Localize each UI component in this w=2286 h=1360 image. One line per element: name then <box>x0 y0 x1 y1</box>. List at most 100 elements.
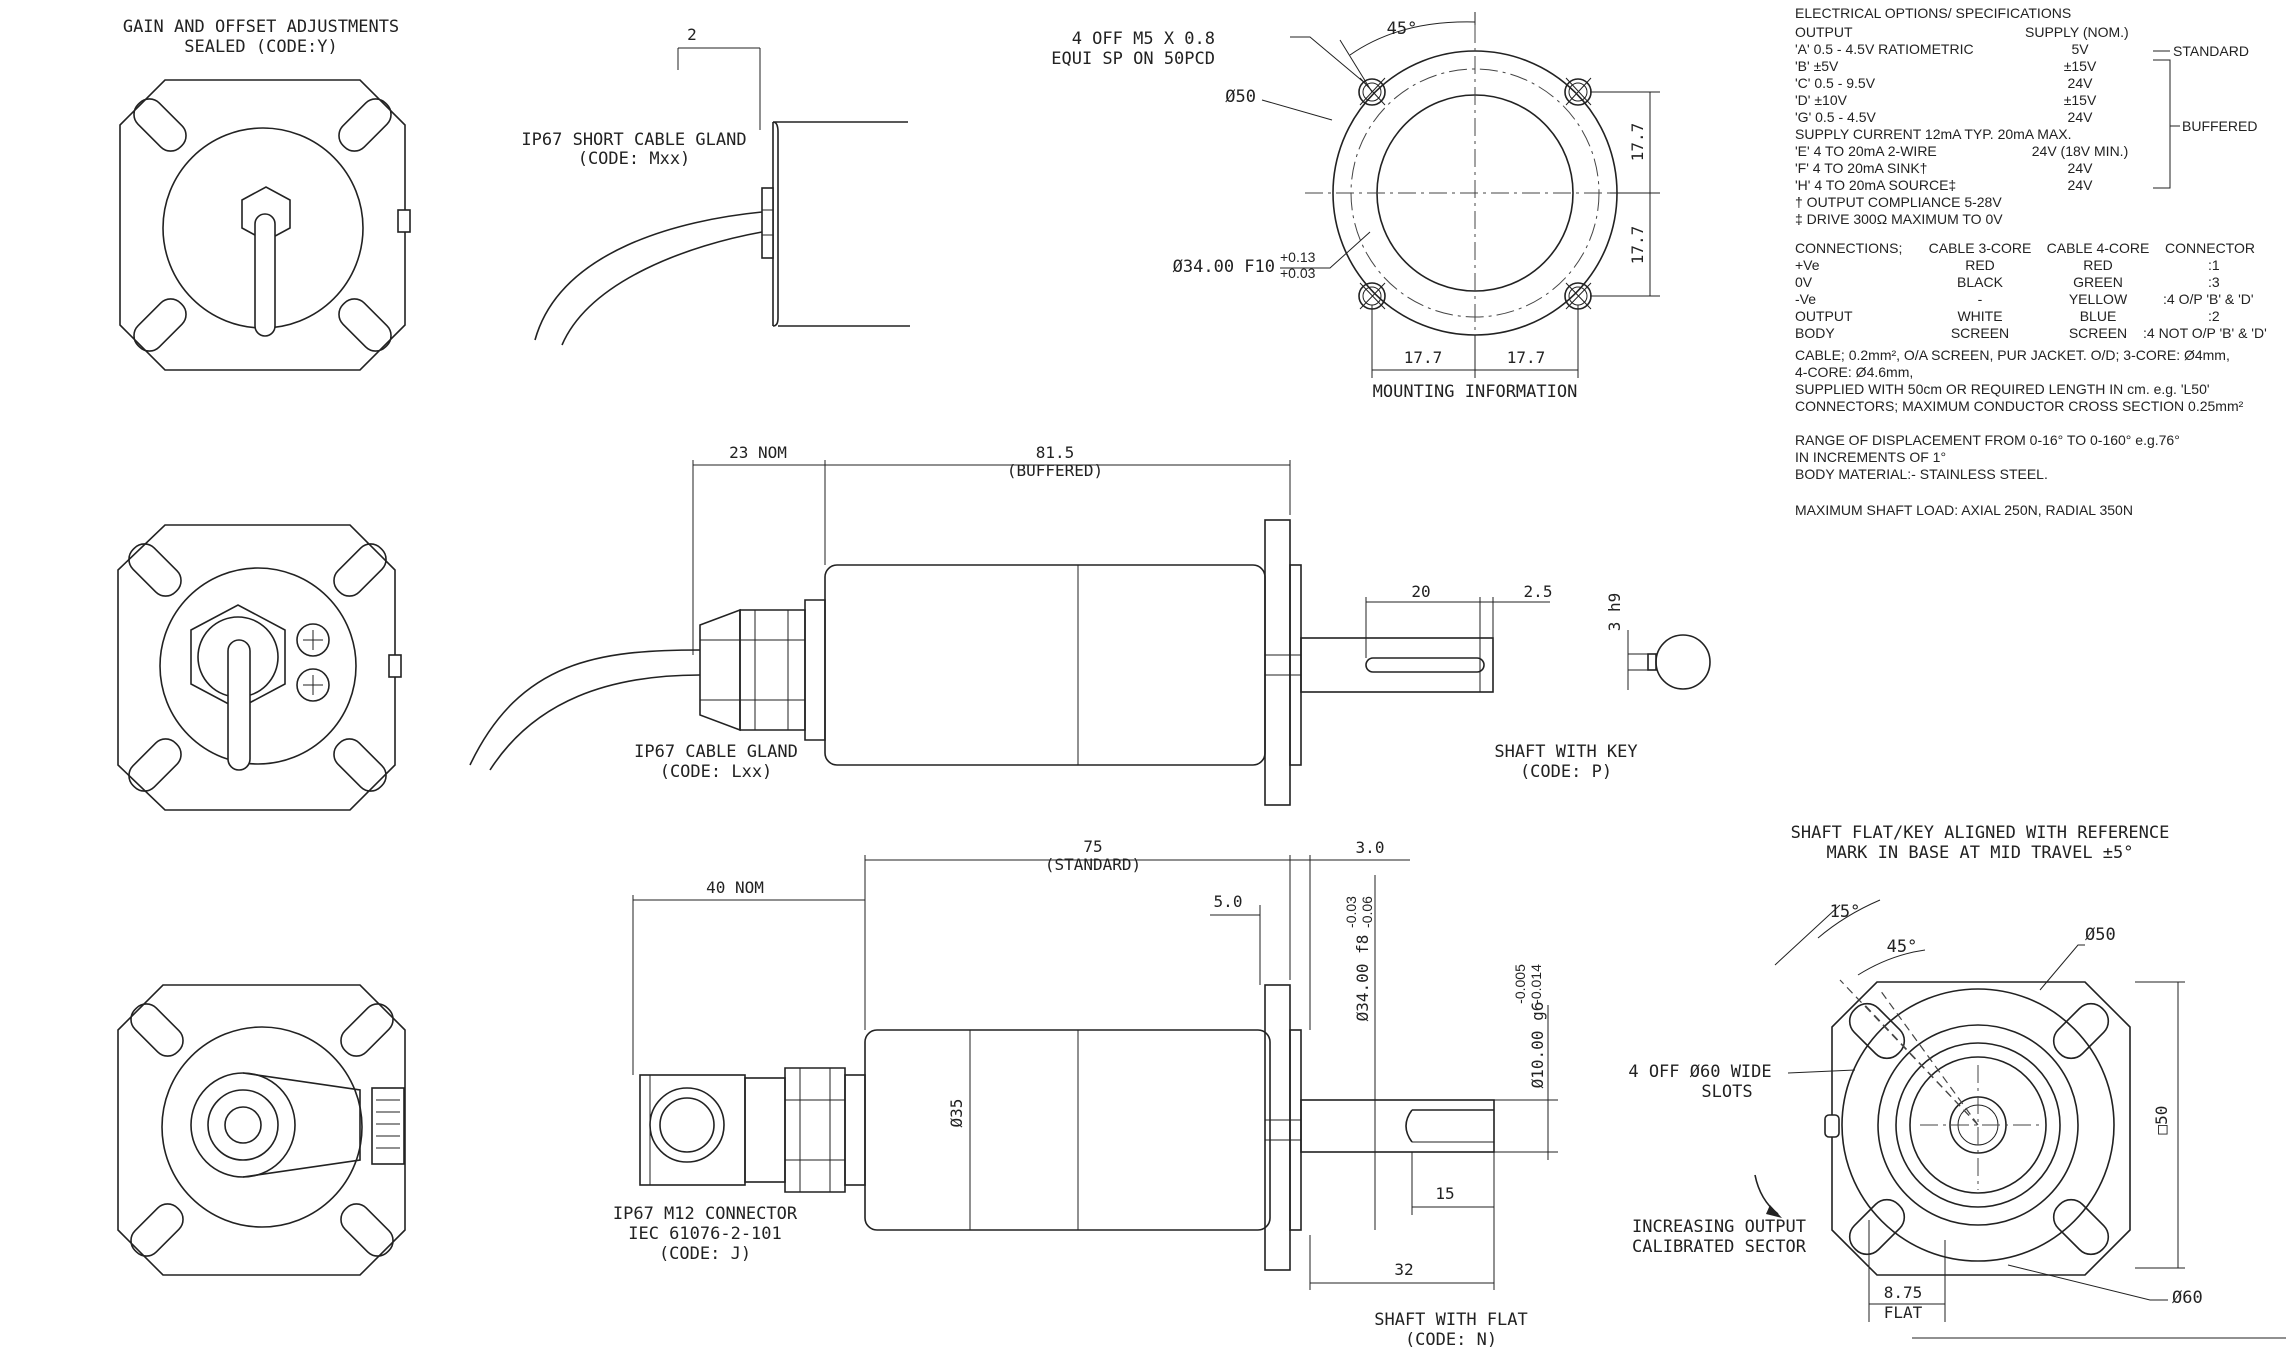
mount-h2: 17.7 <box>1507 348 1546 367</box>
conn-cell: YELLOW <box>2069 291 2128 307</box>
increasing-label-2: CALIBRATED SECTOR <box>1632 1237 1807 1257</box>
m12-label-2: IEC 61076-2-101 <box>628 1224 782 1244</box>
dim-34f8-tol-up: -0.03 <box>1343 896 1359 928</box>
conn-header: CABLE 3-CORE <box>1929 240 2032 256</box>
note-line: CABLE; 0.2mm², O/A SCREEN, PUR JACKET. O… <box>1795 347 2230 363</box>
dim-81-5: 81.5 <box>1036 443 1075 462</box>
note-line: SUPPLIED WITH 50cm OR REQUIRED LENGTH IN… <box>1795 381 2210 397</box>
spec-row-output: 'B' ±5V <box>1795 58 1839 74</box>
spec-row-supply: 24V <box>2068 75 2094 91</box>
spec-row-supply: 24V <box>2068 109 2094 125</box>
dim-23: 23 NOM <box>729 443 787 462</box>
conn-cell: OUTPUT <box>1795 308 1853 324</box>
conn-header: CONNECTOR <box>2165 240 2255 256</box>
spec-row-output: 'E' 4 TO 20mA 2-WIRE <box>1795 143 1937 159</box>
short-gland-label-2: (CODE: Mxx) <box>578 149 691 169</box>
conn-cell: 0V <box>1795 274 1813 290</box>
mount-v2: 17.7 <box>1628 226 1647 265</box>
dim-34f8: Ø34.00 f8 <box>1353 935 1372 1022</box>
spec-row-supply: 24V <box>2068 177 2094 193</box>
buffered-label: (BUFFERED) <box>1007 461 1103 480</box>
dim-2-5: 2.5 <box>1524 582 1553 601</box>
dim-34f8-tol-lo: -0.06 <box>1359 896 1375 928</box>
conn-cell: :2 <box>2208 308 2220 324</box>
shaft-flat-label-2: (CODE: N) <box>1405 1330 1497 1350</box>
square50-label: □50 <box>2152 1106 2171 1135</box>
dim-5-0: 5.0 <box>1214 892 1243 911</box>
conn-cell: RED <box>1965 257 1995 273</box>
mounting-info-label: MOUNTING INFORMATION <box>1373 382 1578 402</box>
slots-label-2: SLOTS <box>1701 1082 1752 1102</box>
mount-angle: 45° <box>1387 19 1418 39</box>
dim-3-0: 3.0 <box>1356 838 1385 857</box>
spec-row-output: 'C' 0.5 - 9.5V <box>1795 75 1876 91</box>
electrical-specs: ELECTRICAL OPTIONS/ SPECIFICATIONS OUTPU… <box>1795 5 2267 518</box>
angle-45: 45° <box>1887 937 1918 957</box>
note-line: MAXIMUM SHAFT LOAD: AXIAL 250N, RADIAL 3… <box>1795 502 2133 518</box>
specs-col-output: OUTPUT <box>1795 24 1853 40</box>
dim-20: 20 <box>1411 582 1430 601</box>
spec-row-output: 'F' 4 TO 20mA SINK† <box>1795 160 1927 176</box>
dim-35: Ø35 <box>947 1099 966 1128</box>
shaft-flat-label-1: SHAFT WITH FLAT <box>1374 1310 1528 1330</box>
spec-row-supply: ±15V <box>2064 58 2097 74</box>
conn-cell: :3 <box>2208 274 2220 290</box>
note-line: IN INCREMENTS OF 1° <box>1795 449 1946 465</box>
gain-offset-label-1: GAIN AND OFFSET ADJUSTMENTS <box>123 17 399 37</box>
standard-label: (STANDARD) <box>1045 855 1141 874</box>
conn-cell: GREEN <box>2073 274 2123 290</box>
spec-note-1: † OUTPUT COMPLIANCE 5-28V <box>1795 194 2002 210</box>
dia50-label: Ø50 <box>2085 925 2116 945</box>
short-gland-side-view: IP67 SHORT CABLE GLAND (CODE: Mxx) 2 <box>521 25 910 346</box>
conn-cell: BLUE <box>2080 308 2117 324</box>
conn-cell: +Ve <box>1795 257 1820 273</box>
conn-cell: :1 <box>2208 257 2220 273</box>
flat-8-75: 8.75 <box>1884 1283 1923 1302</box>
dim-32: 32 <box>1394 1260 1413 1279</box>
conn-cell: :4 O/P 'B' & 'D' <box>2163 291 2254 307</box>
m12-label-1: IP67 M12 CONNECTOR <box>613 1204 798 1224</box>
conn-header: CONNECTIONS; <box>1795 240 1902 256</box>
mount-bore: Ø34.00 F10 <box>1173 257 1275 277</box>
note-line: RANGE OF DISPLACEMENT FROM 0-16° TO 0-16… <box>1795 432 2180 448</box>
mount-h1: 17.7 <box>1404 348 1443 367</box>
end-view-standard <box>117 984 406 1276</box>
conn-cell: - <box>1978 291 1983 307</box>
conn-cell: -Ve <box>1795 291 1816 307</box>
dim-10g6-tol-up: -0.005 <box>1512 964 1528 1004</box>
conn-cell: RED <box>2083 257 2113 273</box>
cable-gland-label-2: (CODE: Lxx) <box>660 762 773 782</box>
mount-dia50: Ø50 <box>1225 87 1256 107</box>
mount-bore-tol-lo: +0.03 <box>1280 265 1316 281</box>
end-view-gain-offset: GAIN AND OFFSET ADJUSTMENTS SEALED (CODE… <box>119 17 411 371</box>
increasing-label-1: INCREASING OUTPUT <box>1632 1217 1806 1237</box>
buffered-side-view: 23 NOM 81.5 (BUFFERED) IP67 CABLE GLAND … <box>469 443 1711 806</box>
conn-cell: SCREEN <box>2069 325 2127 341</box>
note-line: BODY MATERIAL:- STAINLESS STEEL. <box>1795 466 2048 482</box>
dim-2: 2 <box>687 25 697 44</box>
spec-row-supply: 24V (18V MIN.) <box>2032 143 2128 159</box>
spec-standard-bracket: STANDARD <box>2173 43 2249 59</box>
spec-row-supply: 5V <box>2071 41 2089 57</box>
alignment-view: SHAFT FLAT/KEY ALIGNED WITH REFERENCE MA… <box>1628 823 2286 1339</box>
align-label-2: MARK IN BASE AT MID TRAVEL ±5° <box>1826 843 2133 863</box>
mount-bore-tol-up: +0.13 <box>1280 249 1316 265</box>
cable-gland-label-1: IP67 CABLE GLAND <box>634 742 798 762</box>
spec-row-output: 'H' 4 TO 20mA SOURCE‡ <box>1795 177 1956 193</box>
standard-side-view: 40 NOM 75 (STANDARD) 3.0 5.0 IP67 M12 CO… <box>613 837 1558 1350</box>
shaft-key-label-1: SHAFT WITH KEY <box>1494 742 1637 762</box>
conn-cell: :4 NOT O/P 'B' & 'D' <box>2143 325 2267 341</box>
spec-row-supply: 24V <box>2068 160 2094 176</box>
mount-holes-label-1: 4 OFF M5 X 0.8 <box>1072 29 1215 49</box>
spec-note-2: ‡ DRIVE 300Ω MAXIMUM TO 0V <box>1795 211 2003 227</box>
short-gland-label-1: IP67 SHORT CABLE GLAND <box>521 130 746 150</box>
slots-label-1: 4 OFF Ø60 WIDE <box>1628 1062 1771 1082</box>
align-label-1: SHAFT FLAT/KEY ALIGNED WITH REFERENCE <box>1791 823 2170 843</box>
dim-40: 40 NOM <box>706 878 764 897</box>
spec-row-output: 'G' 0.5 - 4.5V <box>1795 109 1876 125</box>
dim-10g6: Ø10.00 g6 <box>1528 1002 1547 1089</box>
specs-col-supply: SUPPLY (NOM.) <box>2025 24 2129 40</box>
specs-title: ELECTRICAL OPTIONS/ SPECIFICATIONS <box>1795 5 2071 21</box>
note-line: CONNECTORS; MAXIMUM CONDUCTOR CROSS SECT… <box>1795 398 2244 414</box>
